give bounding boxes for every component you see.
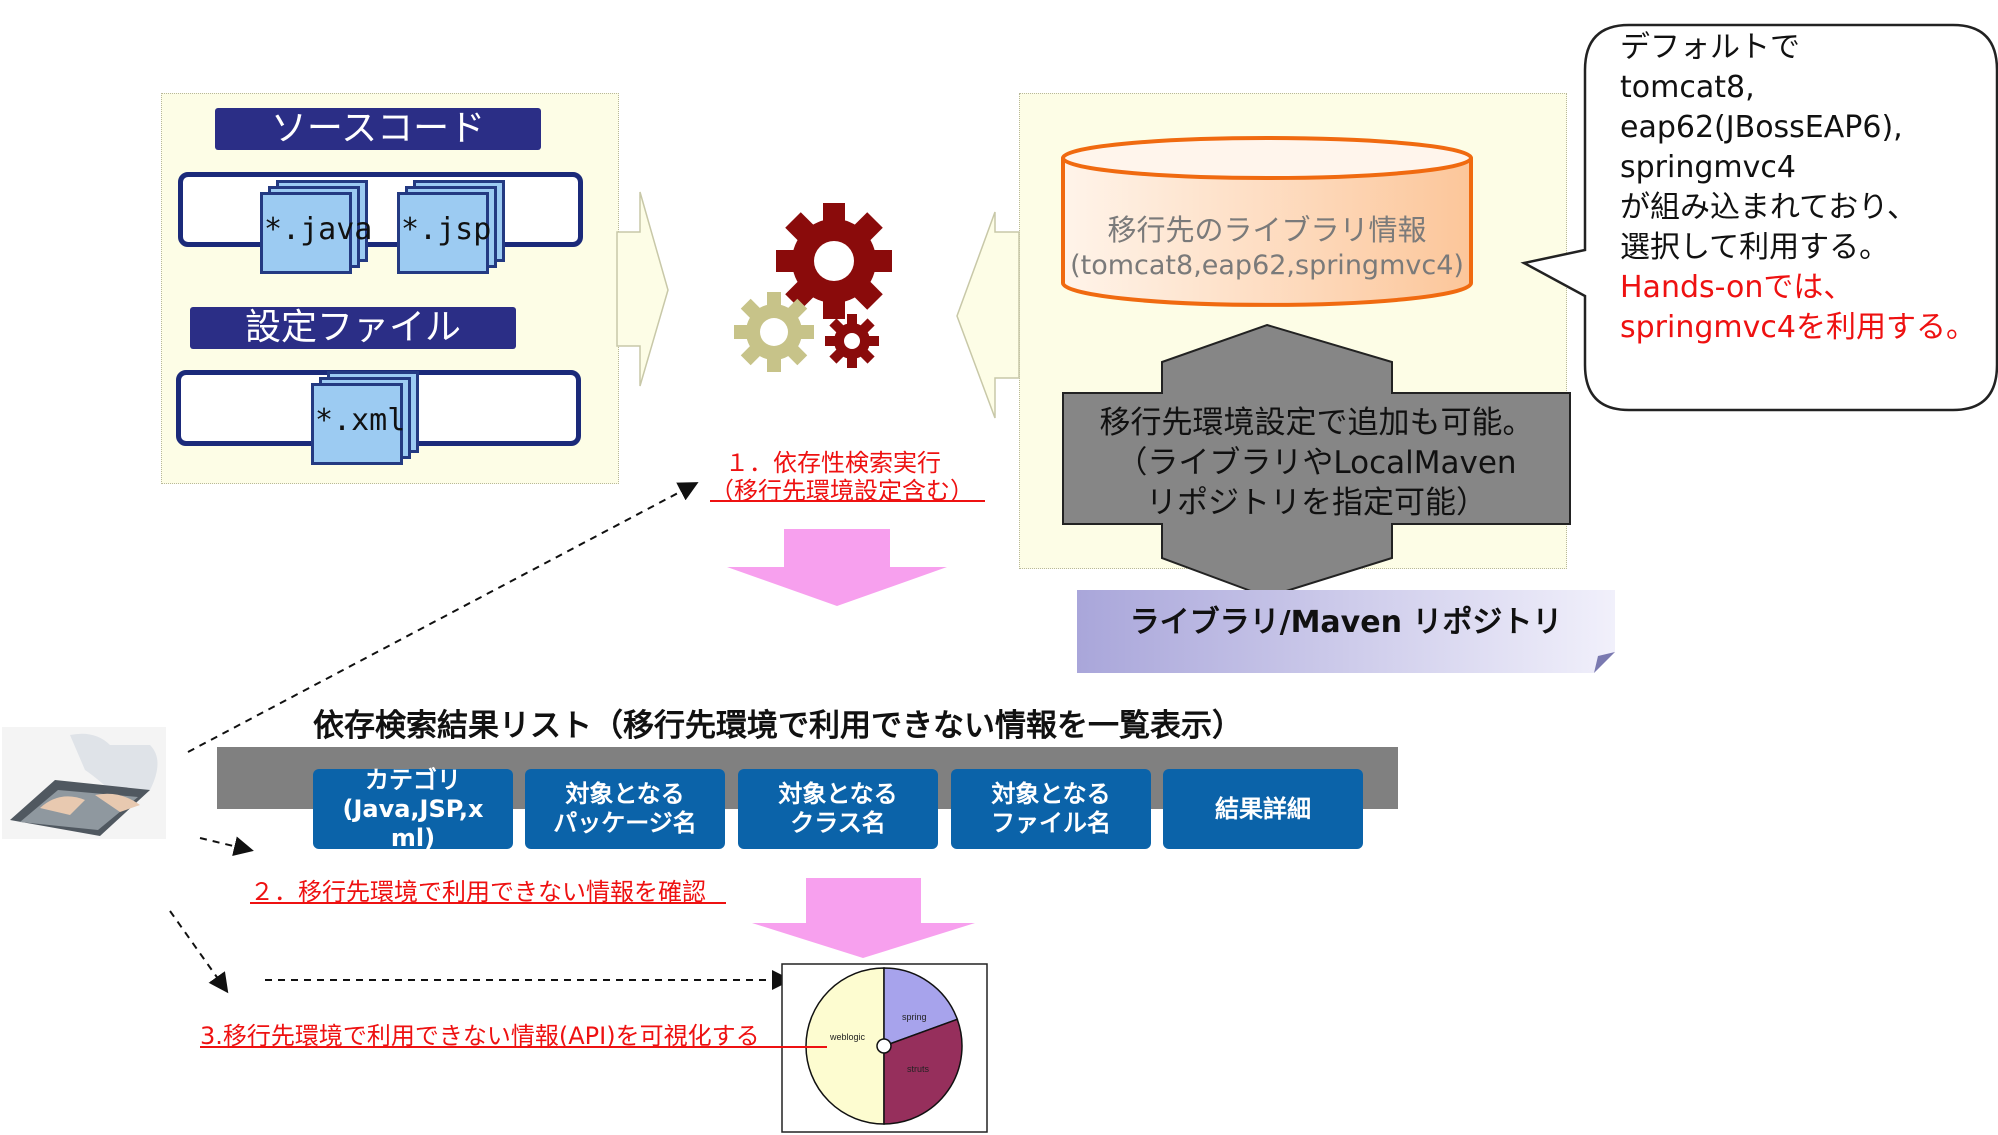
callout-line: eap62(JBossEAP6), bbox=[1620, 110, 1903, 145]
step3-caption: 3.移行先環境で利用できない情報(API)を可視化する bbox=[200, 1022, 760, 1050]
class-column-box[interactable]: 対象となる クラス名 bbox=[738, 769, 938, 849]
library-db-line1: 移行先のライブラリ情報 bbox=[1107, 213, 1427, 247]
config-file-header: 設定ファイル bbox=[190, 307, 516, 349]
source-code-header: ソースコード bbox=[215, 108, 541, 150]
pie-slice-spring bbox=[883, 967, 959, 1048]
callout-line: 選択して利用する。 bbox=[1620, 230, 1890, 265]
callout-line: tomcat8, bbox=[1620, 70, 1755, 105]
step3-underline bbox=[200, 1046, 827, 1048]
detail-column-label: 結果詳細 bbox=[1215, 794, 1311, 823]
callout-text: デフォルトで tomcat8, eap62(JBossEAP6), spring… bbox=[1620, 28, 1992, 348]
java-file-label: *.java bbox=[264, 212, 373, 247]
detail-column-box[interactable]: 結果詳細 bbox=[1163, 769, 1363, 849]
xml-file-label: *.xml bbox=[315, 403, 406, 438]
repository-box bbox=[1077, 590, 1615, 673]
gear-light-icon bbox=[734, 292, 814, 372]
callout-red-line: Hands-onでは、 bbox=[1620, 270, 1854, 305]
xml-file-icon: *.xml bbox=[311, 371, 421, 465]
dashed-arrow-step2 bbox=[199, 836, 254, 856]
callout-line: springmvc4 bbox=[1620, 150, 1796, 185]
pie-center-dot bbox=[876, 1038, 892, 1054]
pie-slice-struts bbox=[883, 1018, 963, 1125]
source-file-slot bbox=[178, 172, 583, 247]
pink-down-arrow-2 bbox=[752, 878, 975, 958]
repository-label: ライブラリ/Maven リポジトリ bbox=[1129, 605, 1563, 640]
java-file-icon: *.java bbox=[260, 180, 373, 274]
env-setting-line3: リポジトリを指定可能） bbox=[1146, 485, 1487, 521]
pink-down-arrow-1 bbox=[727, 529, 947, 606]
gear-small-icon bbox=[825, 314, 879, 368]
jsp-file-label: *.jsp bbox=[401, 212, 492, 247]
pie-label-spring: spring bbox=[902, 1012, 927, 1022]
env-setting-line2: （ライブラリやLocalMaven bbox=[1116, 445, 1517, 481]
callout-line: デフォルトで bbox=[1620, 30, 1800, 65]
flow-left-arrow bbox=[956, 211, 1020, 419]
user-laptop-icon bbox=[2, 727, 166, 839]
step2-underline bbox=[250, 902, 726, 904]
callout-red-line: springmvc4を利用する。 bbox=[1620, 310, 1976, 345]
flow-right-arrow bbox=[616, 191, 669, 387]
file-column-box[interactable]: 対象となる ファイル名 bbox=[951, 769, 1151, 849]
result-list-title: 依存検索結果リスト（移行先環境で利用できない情報を一覧表示） bbox=[313, 708, 1243, 744]
category-column-box[interactable]: カテゴリ (Java,JSP,x ml) bbox=[313, 766, 513, 852]
class-column-label: 対象となる クラス名 bbox=[778, 780, 898, 837]
dashed-arrow-step3a bbox=[169, 910, 229, 994]
file-column-label: 対象となる ファイル名 bbox=[991, 780, 1111, 837]
pie-label-struts: struts bbox=[907, 1064, 930, 1074]
callout-bubble bbox=[1520, 23, 1998, 412]
category-column-label: カテゴリ (Java,JSP,x ml) bbox=[342, 765, 484, 852]
jsp-file-icon: *.jsp bbox=[397, 180, 507, 274]
library-db-line2: (tomcat8,eap62,springmvc4) bbox=[1070, 250, 1464, 281]
pie-label-weblogic: weblogic bbox=[829, 1032, 866, 1042]
library-database-icon bbox=[1061, 136, 1473, 307]
step2-caption: ２．移行先環境で利用できない情報を確認 bbox=[250, 878, 706, 906]
package-column-box[interactable]: 対象となる パッケージ名 bbox=[525, 769, 725, 849]
pie-chart: weblogic spring struts bbox=[805, 967, 963, 1125]
gear-large-icon bbox=[776, 203, 892, 319]
step1-underline bbox=[710, 500, 985, 502]
step1-caption-line1: １．依存性検索実行 bbox=[725, 449, 941, 477]
package-column-label: 対象となる パッケージ名 bbox=[553, 780, 697, 837]
callout-line: が組み込まれており、 bbox=[1620, 190, 1917, 225]
dashed-arrow-step1 bbox=[187, 482, 699, 753]
env-setting-line1: 移行先環境設定で追加も可能。 bbox=[1099, 405, 1534, 441]
